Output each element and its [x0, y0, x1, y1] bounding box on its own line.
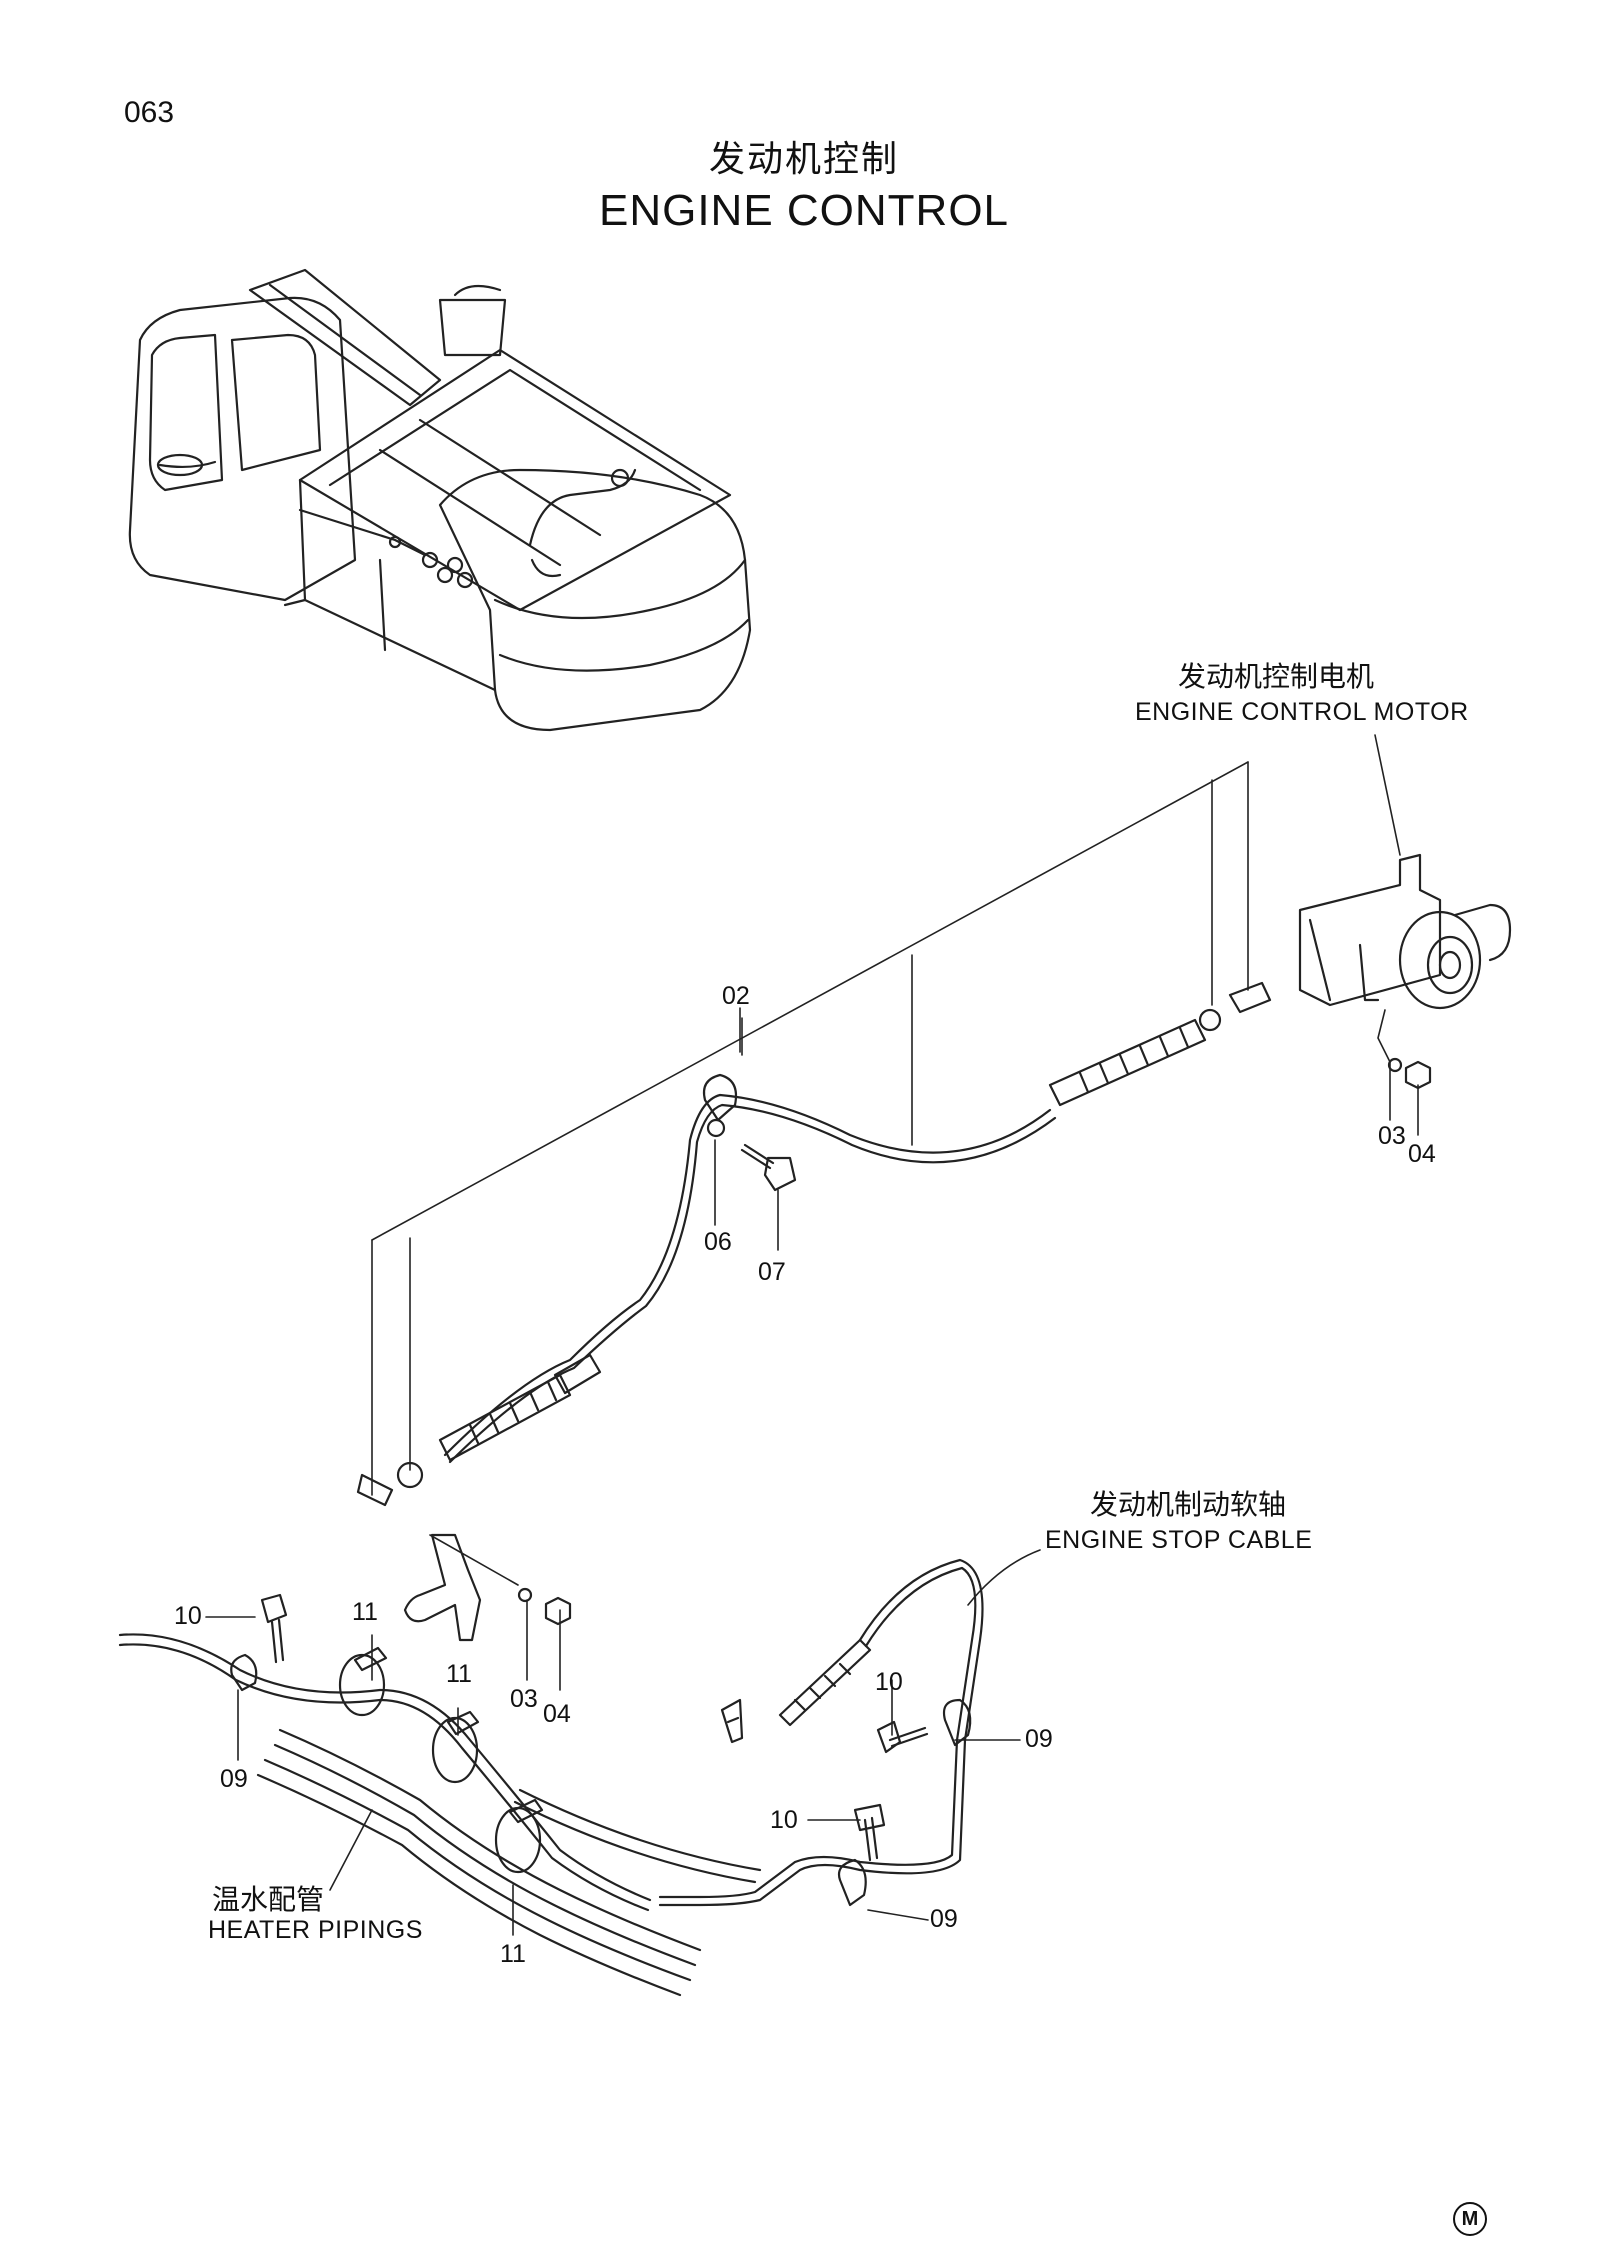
callout-heater-zh: 温水配管: [212, 1884, 325, 1915]
part-number-label: 09: [1025, 1725, 1053, 1753]
reference-lines: [205, 734, 1419, 1936]
part-number-label: 02: [722, 982, 750, 1010]
part-number-label: 09: [930, 1905, 958, 1933]
manufacturer-mark: M: [1453, 2202, 1487, 2236]
heater-pipings: [118, 1593, 762, 1997]
callout-motor-en: ENGINE CONTROL MOTOR: [1135, 698, 1469, 726]
part-number-label: 10: [770, 1806, 798, 1834]
page-title-en: ENGINE CONTROL: [598, 186, 1010, 235]
callout-heater-en: HEATER PIPINGS: [208, 1916, 423, 1944]
lower-bracket: [403, 1533, 572, 1642]
part-number-label: 11: [500, 1940, 526, 1968]
part-number-label: 07: [758, 1258, 786, 1286]
part-number-label: 11: [352, 1598, 378, 1626]
callout-motor-zh: 发动机控制电机: [1178, 661, 1375, 692]
part-number-label: 09: [220, 1765, 248, 1793]
engine-control-cable: [356, 981, 1272, 1507]
part-number-label: 11: [446, 1660, 472, 1688]
part-number-label: 06: [704, 1228, 732, 1256]
part-number-label: 03: [510, 1685, 538, 1713]
callout-stop-cable-zh: 发动机制动软轴: [1090, 1489, 1287, 1520]
callout-stop-cable-en: ENGINE STOP CABLE: [1045, 1526, 1313, 1554]
part-number-label: 10: [174, 1602, 202, 1630]
part-number-label: 10: [875, 1668, 903, 1696]
page-title-zh: 发动机控制: [708, 138, 899, 179]
engine-control-motor: [1298, 853, 1512, 1090]
part-number-label: 04: [1408, 1140, 1436, 1168]
engine-stop-cable: [658, 1558, 984, 1907]
part-number-label: 04: [543, 1700, 571, 1728]
part-number-label: 03: [1378, 1122, 1406, 1150]
page-number: 063: [124, 96, 175, 129]
excavator-overview: [128, 268, 752, 732]
